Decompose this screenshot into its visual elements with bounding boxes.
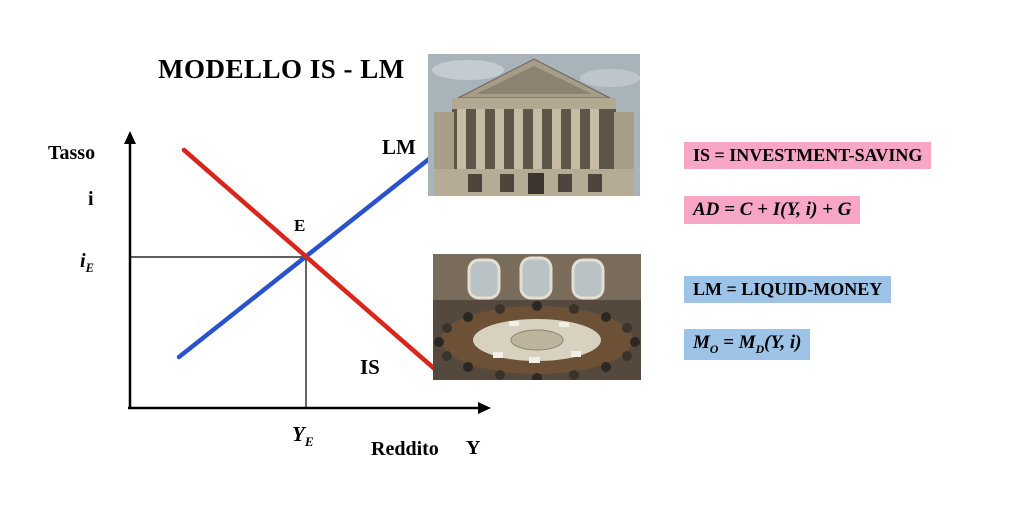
equilibrium-income-base: Y — [292, 422, 305, 446]
lm-formula-m1: M — [693, 332, 710, 353]
equilibrium-point-label: E — [294, 216, 306, 235]
lm-definition: LM = LIQUID-MONEY — [684, 276, 892, 303]
equilibrium-income-label: YE — [292, 422, 314, 450]
page-title: MODELLO IS - LM — [158, 54, 405, 84]
lm-formula: MO = MD(Y, i) — [684, 329, 811, 360]
lm-curve — [176, 156, 432, 360]
lm-formula-args: (Y, i) — [764, 332, 802, 353]
equilibrium-rate-sub: E — [85, 261, 94, 275]
y-axis-symbol: i — [88, 188, 94, 210]
lm-formula-m2: M — [738, 332, 756, 353]
lm-formula-s1: O — [709, 342, 719, 356]
lm-formula-eq: = — [718, 332, 739, 353]
equilibrium-rate-base: i — [80, 250, 86, 272]
lm-curve-label: LM — [382, 135, 416, 159]
is-definition: IS = INVESTMENT-SAVING — [684, 142, 932, 169]
axis-arrow-right-icon — [478, 402, 491, 414]
central-bank-building-photo — [428, 54, 640, 196]
equilibrium-rate-label: iE — [80, 250, 94, 276]
x-axis-title: Reddito — [371, 438, 439, 460]
lm-formula-s2: D — [755, 342, 765, 356]
x-axis-symbol: Y — [466, 437, 481, 459]
is-curve-label: IS — [360, 355, 380, 379]
is-curve — [181, 147, 440, 374]
y-axis-title: Tasso — [48, 142, 96, 164]
is-formula: AD = C + I(Y, i) + G — [684, 196, 861, 224]
axis-arrow-up-icon — [124, 131, 136, 144]
committee-meeting-photo — [433, 254, 641, 380]
equilibrium-income-sub: E — [304, 434, 314, 450]
